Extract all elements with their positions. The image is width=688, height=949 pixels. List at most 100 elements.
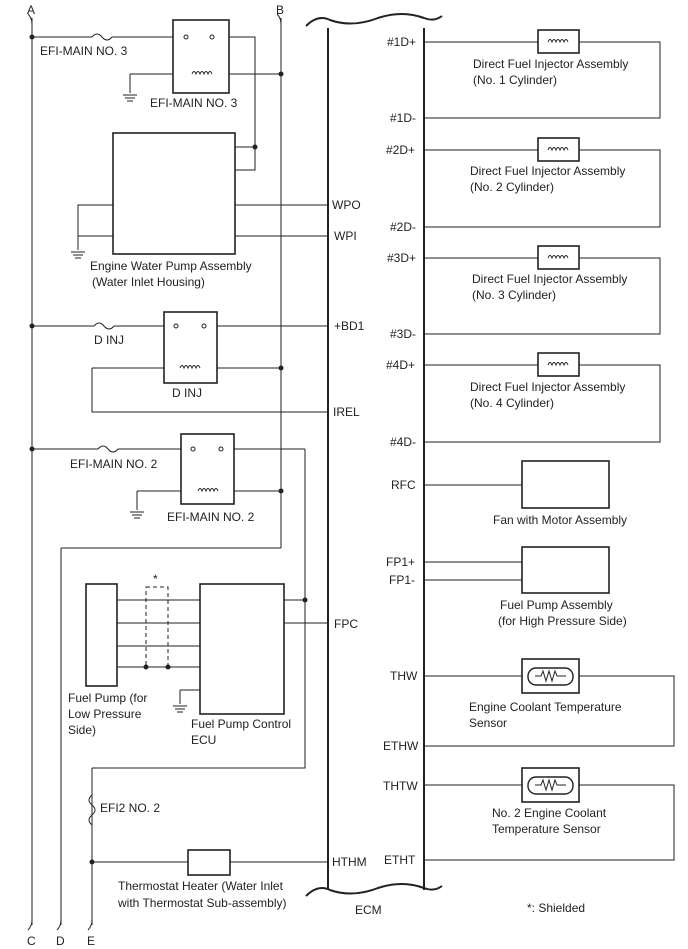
injector-3-box [537,245,580,270]
ground-icon [71,251,85,259]
fuel-pump-ecu-label-line1: Fuel Pump Control [191,717,291,731]
bus-label-a: A [27,3,35,17]
ecm-pin-thw: THW [390,669,418,683]
efi-main3-relay-coil-icon [191,71,213,76]
injector-1-label-line1: Direct Fuel Injector Assembly [473,57,628,71]
water-pump-wires [77,204,328,250]
thermostat-label-line1: Thermostat Heater (Water Inlet [118,879,284,893]
efi-main3-relay-label: EFI-MAIN NO. 3 [150,96,238,110]
bus-label-c: C [27,934,36,948]
fuel-pump-circuit [61,547,328,704]
fuel-pump-ecu-label-line2: ECU [191,733,216,747]
dinj-fuse-label: D INJ [94,333,124,347]
shield-mark: * [153,572,158,586]
injector-3-label-line2: (No. 3 Cylinder) [472,288,556,302]
water-pump-label-line1: Engine Water Pump Assembly [90,259,252,273]
dinj-relay-box [163,311,218,384]
ecm-pin-fpc: FPC [334,617,358,631]
efi-main2-relay-coil-icon [197,488,219,493]
efi-main2-relay-label: EFI-MAIN NO. 2 [167,510,255,524]
fuel-pump-low-label-line3: Side) [68,723,96,737]
injector-4-label-line1: Direct Fuel Injector Assembly [470,380,625,394]
ecm-pin-3d-minus: #3D- [390,327,416,341]
ect-wires [424,675,675,747]
ect-label-line1: Engine Coolant Temperature [469,700,622,714]
efi2-fuse-label: EFI2 NO. 2 [100,801,160,815]
injector-2 [424,149,661,228]
injector-4 [424,364,661,443]
ecm-pin-etht: ETHT [384,853,416,867]
ect2-label-line1: No. 2 Engine Coolant [492,806,607,820]
bus-end-marks [27,13,282,931]
ect-label-line2: Sensor [469,716,507,730]
efi-main2-fuse-label: EFI-MAIN NO. 2 [70,457,158,471]
ground-icon [123,94,137,102]
injector-1-label-line2: (No. 1 Cylinder) [473,73,557,87]
bus-label-d: D [56,934,65,948]
fan-motor-box [521,460,610,509]
thermostat-heater-box [187,849,231,876]
dinj-relay-label: D INJ [172,386,202,400]
hp-pump-label-line2: (for High Pressure Side) [498,614,627,628]
fan-label: Fan with Motor Assembly [493,513,627,527]
injector-4-box [537,352,580,377]
efi-main3-fuse-label: EFI-MAIN NO. 3 [40,44,128,58]
injector-4-coil-icon [547,362,569,367]
ground-icon [173,705,187,713]
injector-1 [424,41,661,119]
ecm-pin-thtw: THTW [383,779,418,793]
efi2-fuse-icon [88,794,96,826]
fuel-pump-low-label-line2: Low Pressure [68,707,142,721]
injector-1-box [537,29,580,54]
injector-3-label-line1: Direct Fuel Injector Assembly [472,272,627,286]
ecm-pin-wpo: WPO [332,198,361,212]
ecm-pin-2d-plus: #2D+ [386,143,415,157]
dinj-relay-coil-icon [179,365,201,370]
ecm-block [305,13,443,897]
ecm-pin-wpi: WPI [334,229,357,243]
ecm-label: ECM [355,903,382,917]
ecm-pin-rfc: RFC [391,478,416,492]
efi-main2-relay-box [180,433,235,505]
ecm-pin-irel: IREL [333,405,360,419]
ground-icon [130,511,144,519]
water-pump-label-line2: (Water Inlet Housing) [92,275,205,289]
ect2-wires [424,784,675,861]
ecm-pin-hthm: HTHM [332,855,367,869]
bus-label-b: B [276,3,284,17]
injector-1-coil-icon [547,39,569,44]
hp-pump-label-line1: Fuel Pump Assembly [500,598,613,612]
hp-pump-wires [424,561,522,581]
bus-lines [31,18,306,925]
ecm-pin-fp1-minus: FP1- [389,573,415,587]
injector-2-label-line1: Direct Fuel Injector Assembly [470,164,625,178]
injector-3 [424,257,661,335]
injector-4-label-line2: (No. 4 Cylinder) [470,396,554,410]
ecm-pin-2d-minus: #2D- [390,220,416,234]
injector-2-box [537,137,580,162]
ecm-pin-1d-plus: #1D+ [387,35,416,49]
footnote-shielded: *: Shielded [527,901,585,915]
ect2-label-line2: Temperature Sensor [492,822,601,836]
efi-main2-circuit [32,441,305,510]
fuel-pump-low-box [85,583,118,687]
ecm-pin-4d-plus: #4D+ [386,358,415,372]
fuel-pump-ecu-box [199,583,285,715]
engine-water-pump-box [112,132,236,255]
ecm-pin-3d-plus: #3D+ [387,251,416,265]
injector-3-coil-icon [547,255,569,260]
ecm-pin-1d-minus: #1D- [390,111,416,125]
ecm-pin-bd1: +BD1 [334,319,365,333]
injector-2-coil-icon [547,147,569,152]
ecm-pin-fp1-plus: FP1+ [386,555,415,569]
injector-2-label-line2: (No. 2 Cylinder) [470,180,554,194]
shield-outline [145,586,169,668]
ecm-pin-4d-minus: #4D- [390,435,416,449]
ecm-pin-ethw: ETHW [383,739,419,753]
bus-label-e: E [87,934,95,948]
thermostat-label-line2: with Thermostat Sub-assembly) [117,896,287,910]
hp-fuel-pump-box [521,546,610,594]
efi-main3-relay-box [172,19,230,94]
fuel-pump-low-label-line1: Fuel Pump (for [68,691,147,705]
